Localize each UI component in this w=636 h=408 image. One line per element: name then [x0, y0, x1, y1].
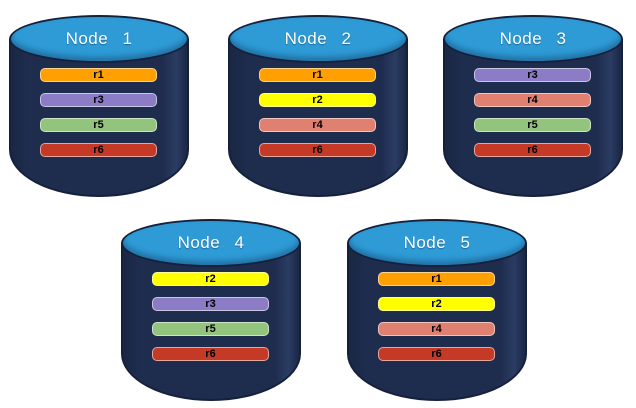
replica-bar-r4: r4	[378, 322, 495, 336]
replica-bar-r3: r3	[40, 93, 157, 107]
replica-bar-r1: r1	[259, 68, 376, 82]
replica-list: r1 r3 r5 r6	[40, 68, 157, 157]
replica-bar-r1: r1	[40, 68, 157, 82]
replica-bar-r1: r1	[378, 272, 495, 286]
replica-list: r1 r2 r4 r6	[259, 68, 376, 157]
replica-bar-r2: r2	[259, 93, 376, 107]
node-title-label: Node 2	[284, 29, 352, 48]
replica-bar-r5: r5	[40, 118, 157, 132]
replica-list: r3 r4 r5 r6	[474, 68, 591, 157]
replica-bar-r5: r5	[474, 118, 591, 132]
replica-bar-r6: r6	[474, 143, 591, 157]
replica-bar-r2: r2	[378, 297, 495, 311]
database-node-5: Node 5 r1 r2 r4 r6	[347, 219, 527, 401]
replica-bar-r6: r6	[152, 347, 269, 361]
node-title-label: Node 1	[65, 29, 133, 48]
replica-bar-r2: r2	[152, 272, 269, 286]
replica-bar-r4: r4	[474, 93, 591, 107]
replica-list: r2 r3 r5 r6	[152, 272, 269, 361]
replica-bar-r4: r4	[259, 118, 376, 132]
replica-bar-r6: r6	[378, 347, 495, 361]
cylinder-top: Node 1	[9, 15, 189, 63]
database-node-2: Node 2 r1 r2 r4 r6	[228, 15, 408, 197]
database-node-4: Node 4 r2 r3 r5 r6	[121, 219, 301, 401]
replica-list: r1 r2 r4 r6	[378, 272, 495, 361]
cylinder-top: Node 2	[228, 15, 408, 63]
node-title-label: Node 4	[177, 233, 245, 252]
database-node-3: Node 3 r3 r4 r5 r6	[443, 15, 623, 197]
replica-bar-r3: r3	[474, 68, 591, 82]
cylinder-top: Node 5	[347, 219, 527, 267]
node-title-label: Node 5	[403, 233, 471, 252]
replica-bar-r6: r6	[40, 143, 157, 157]
cylinder-top: Node 4	[121, 219, 301, 267]
database-node-1: Node 1 r1 r3 r5 r6	[9, 15, 189, 197]
node-title-label: Node 3	[499, 29, 567, 48]
cylinder-top: Node 3	[443, 15, 623, 63]
replica-bar-r6: r6	[259, 143, 376, 157]
replica-bar-r3: r3	[152, 297, 269, 311]
replica-bar-r5: r5	[152, 322, 269, 336]
